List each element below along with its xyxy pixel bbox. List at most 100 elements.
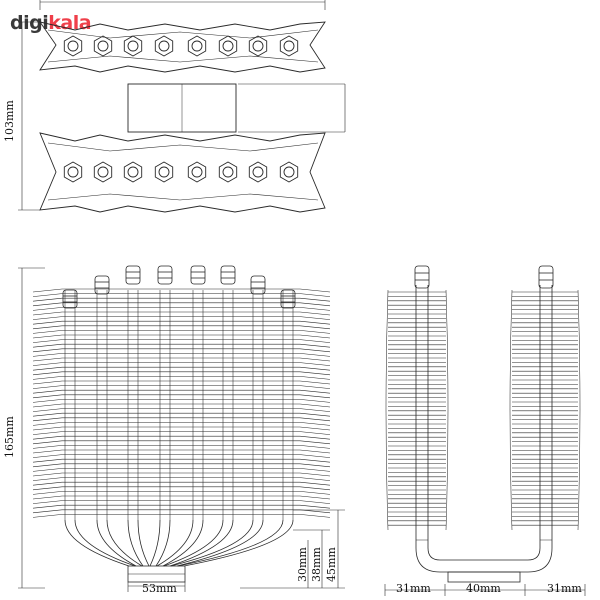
dimension-offset-45: 45mm [325,547,338,582]
heatpipe-cap [250,275,266,295]
fin-line [299,468,331,472]
fin-line [32,293,63,297]
heatpipe-nut-hole [222,166,234,178]
front-heatpipes [64,519,294,567]
fin-line [32,440,63,445]
fin-line [32,445,63,449]
fin-line [32,481,63,486]
fin-edge [385,289,389,531]
dimension-top-depth: 103mm [3,100,16,142]
heatpipe-nut-hex [154,161,174,183]
fin-line [32,325,63,330]
fin-line [32,500,63,504]
heatpipe-bend [74,519,136,567]
side-view [384,265,586,596]
fin-line [299,385,331,389]
fin-line [32,376,63,380]
dimension-side-center: 40mm [466,582,501,595]
fin-line [299,362,331,366]
fin-line [32,412,63,417]
heatpipe-nut-hole [127,166,139,178]
fin-line [299,431,331,435]
heatpipe-nut-hole [252,166,264,178]
fin-line [299,408,331,412]
heatpipe-nut-hole [158,166,170,178]
fin-line [32,302,63,307]
fin-line [32,403,63,408]
heatpipe-cap [414,265,430,289]
fin-line [299,440,331,445]
heatpipe-nut-hole [252,40,264,52]
heatpipe-cap [280,289,296,309]
dimension-base-width: 53mm [142,582,177,595]
heatpipe-cap [220,265,236,285]
fin-line [32,477,63,481]
heatpipe-nut-hole [67,166,79,178]
fin-line [32,509,63,514]
fin-line [299,330,331,334]
heatpipe-bend [156,519,194,567]
fin-line [299,320,331,325]
heatpipe-cap [62,289,78,309]
heatpipe-bend [106,519,143,567]
brand-logo: digikala [10,12,92,34]
heatpipe-bend [155,519,171,567]
heatpipe-nut-hex [63,161,83,183]
heatpipe-nut-hex [279,161,299,183]
heatpipe-nut-hex [218,35,238,57]
fin-line [32,385,63,389]
fin-line [299,399,331,403]
fin-line [32,380,63,385]
heatpipe-nut-hole [67,40,79,52]
heatpipe-nut-hex [93,35,113,57]
fin-line [299,297,331,302]
heatpipe-bend [162,519,204,567]
fin-line [299,481,331,486]
fin-line [32,417,63,422]
fin-line [299,403,331,408]
fin-line [299,307,331,311]
fin-line [32,366,63,371]
front-view [18,265,345,592]
brand-name-part2: kala [48,12,92,34]
fin-line [299,458,331,463]
fin-line [299,491,331,495]
heatpipe-cap [190,265,206,285]
heatpipe-nut-hole [97,166,109,178]
fin-line [299,357,331,362]
heatpipe-cap [125,265,141,285]
fin-line [32,504,63,509]
fin-line [32,458,63,463]
heatpipe-bend [127,519,144,567]
fin-edge [445,289,449,531]
heatpipe-nut-hole [127,40,139,52]
heatpipe-nut-hex [123,35,143,57]
fin-line [299,302,331,307]
heatpipe-nut-hex [218,161,238,183]
top-fin-block-lower [39,132,326,213]
fin-line [32,486,63,491]
fin-edge [509,289,513,531]
brand-name-part1: digi [10,12,49,34]
fin-line [32,431,63,435]
side-heatpipe-caps [414,265,554,289]
heatpipe-bend [96,519,137,567]
fin-line [32,343,63,348]
heatpipe-nut-hole [283,40,295,52]
fin-line [299,426,331,431]
dimension-side-left: 31mm [396,582,431,595]
fin-line [32,297,63,302]
heatpipe-bend [170,519,254,567]
fin-line [32,435,63,440]
fin-line [32,334,63,339]
side-u-heatpipe-inner [427,285,541,561]
fin-line [32,320,63,325]
side-base-plate [447,571,521,583]
fin-line [299,449,331,454]
top-view [18,0,346,213]
dimension-offset-30: 30mm [296,547,309,582]
fin-line [32,330,63,334]
dimension-side-right: 31mm [547,582,582,595]
